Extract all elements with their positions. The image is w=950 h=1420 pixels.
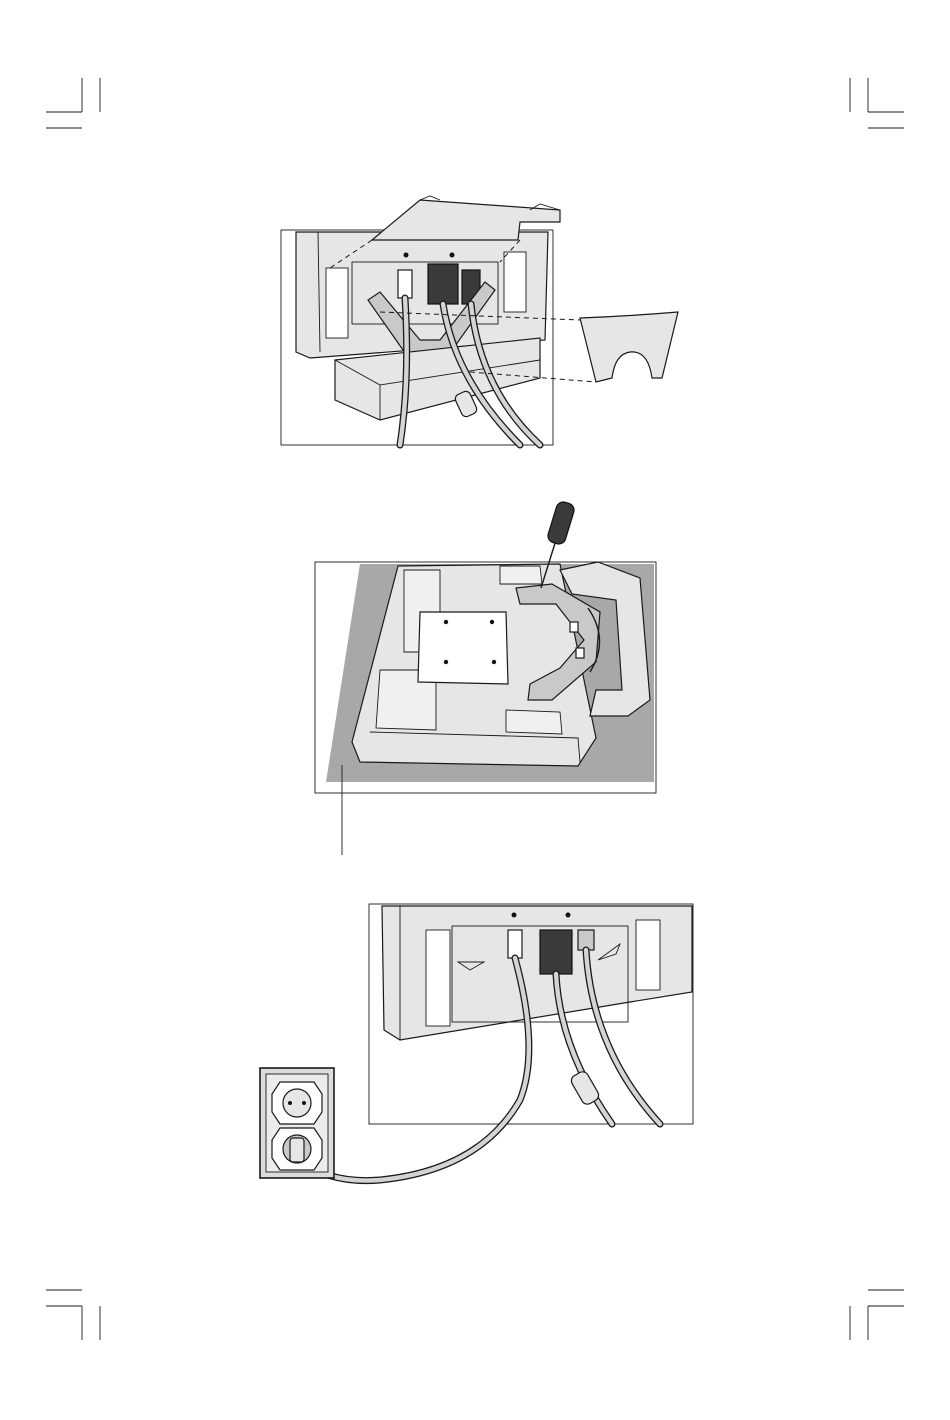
dvi-connector bbox=[428, 264, 458, 304]
plug-icon bbox=[283, 1135, 311, 1163]
crop-mark-icon bbox=[850, 78, 904, 128]
crop-mark-icon bbox=[46, 1290, 100, 1340]
crop-mark-icon bbox=[46, 78, 100, 128]
crop-mark-icon bbox=[850, 1290, 904, 1340]
power-connector bbox=[398, 270, 412, 298]
figure-2-stand-removal bbox=[315, 500, 656, 855]
side-cable-cover bbox=[580, 312, 678, 382]
figure-3-power-connection bbox=[260, 904, 693, 1181]
figure-1-cable-cover bbox=[281, 196, 678, 445]
dvi-connector bbox=[540, 930, 572, 974]
power-connector bbox=[508, 930, 522, 958]
wall-outlet-icon bbox=[260, 1068, 334, 1178]
